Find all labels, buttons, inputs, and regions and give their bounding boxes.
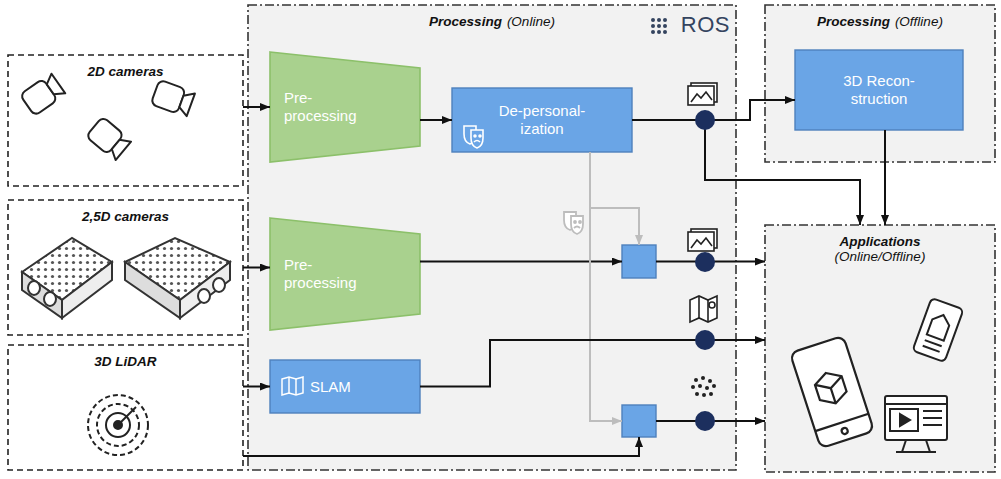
depth-camera-icon <box>22 238 112 318</box>
sensor-group: 2D cameras <box>8 55 243 186</box>
process-box: SLAM <box>270 360 420 413</box>
connector-arrow <box>420 119 452 121</box>
box-label: SLAM <box>310 378 351 396</box>
region-outline <box>248 5 736 470</box>
lidar-icon <box>88 395 148 455</box>
connector-arrow <box>420 261 622 263</box>
group-title: Processing <box>817 14 890 29</box>
pointcloud-icon <box>691 376 716 397</box>
ros-logo-dots <box>651 18 667 34</box>
box-label: Pre- processing <box>284 256 368 292</box>
camera-icon <box>151 80 196 117</box>
map-icon <box>282 377 303 395</box>
processing-region: Processing (Offline) 3D Recon- struction <box>765 5 995 162</box>
connector-arrow <box>243 437 639 456</box>
map-icon <box>690 296 717 322</box>
group-subtitle: (Offline) <box>895 14 943 29</box>
region-outline <box>765 5 995 162</box>
group-title: 3D LiDAR <box>94 354 156 369</box>
logo-text: ROS <box>681 12 730 38</box>
group-subtitle: (Online) <box>507 14 555 29</box>
preprocessing-trapezoid: Pre- processing <box>270 218 420 330</box>
topic-box <box>622 405 656 437</box>
group-title: Applications <box>765 234 995 249</box>
processing-region: ROS Processing (Online) Pre- processing De-p… <box>248 5 736 470</box>
region-outline <box>765 225 995 472</box>
camera-icon <box>86 116 132 160</box>
connector-arrow <box>243 267 270 269</box>
camera-icon <box>20 73 66 116</box>
mask-icon <box>464 126 483 148</box>
group-title: 2D cameras <box>88 64 164 79</box>
tablet-icon <box>790 336 874 448</box>
box-outline <box>622 245 656 278</box>
connector-arrow <box>243 106 270 108</box>
box-outline <box>622 405 656 437</box>
connector-arrow <box>632 120 860 225</box>
group-heading: Processing (Online) <box>248 5 736 29</box>
box-text: Pre- processing <box>284 89 357 124</box>
box-label: 3D Recon- struction <box>833 72 925 108</box>
phone-icon <box>912 298 963 362</box>
group-heading: 2,5D cameras <box>8 200 243 224</box>
group-heading: 2D cameras <box>8 55 243 79</box>
group-outline <box>8 55 243 186</box>
box-text: 3D Recon- struction <box>843 72 915 107</box>
group-outline <box>8 345 243 470</box>
mask-icon <box>564 212 583 234</box>
process-box: De-personal- ization <box>452 88 632 152</box>
image-icon <box>688 229 717 251</box>
box-outline <box>795 50 963 130</box>
box-label: Pre- processing <box>284 89 368 125</box>
box-text: SLAM <box>310 378 351 395</box>
topic-dot <box>695 110 715 431</box>
box-label: De-personal- ization <box>486 102 598 138</box>
group-heading: Applications(Online/Offline) <box>765 225 995 264</box>
box-outline <box>270 360 420 413</box>
monitor-icon <box>885 396 947 452</box>
topic-box <box>622 245 656 278</box>
group-title: Processing <box>429 14 502 29</box>
box-text: De-personal- ization <box>499 102 586 137</box>
box-outline <box>452 88 632 152</box>
process-box: 3D Recon- struction <box>795 50 963 130</box>
sensor-group: 2,5D cameras <box>8 200 243 335</box>
group-heading: Processing (Offline) <box>765 5 995 29</box>
connector-arrow <box>884 130 886 225</box>
preprocessing-trapezoid: Pre- processing <box>270 52 420 162</box>
connector-arrow <box>243 386 270 388</box>
image-icon <box>688 83 717 105</box>
application-region: Applications(Online/Offline) <box>765 225 995 472</box>
group-title: 2,5D cameras <box>82 209 169 224</box>
group-outline <box>8 200 243 335</box>
connector-arrow <box>590 152 639 245</box>
depth-camera-icon <box>125 238 230 318</box>
connector-arrow <box>590 152 622 421</box>
box-text: Pre- processing <box>284 256 357 291</box>
trapezoid-outline <box>270 52 420 162</box>
connector-arrow <box>420 340 765 387</box>
group-heading: 3D LiDAR <box>8 345 243 369</box>
group-subtitle: (Online/Offline) <box>765 249 995 264</box>
sensor-group: 3D LiDAR <box>8 345 243 470</box>
trapezoid-outline <box>270 218 420 330</box>
